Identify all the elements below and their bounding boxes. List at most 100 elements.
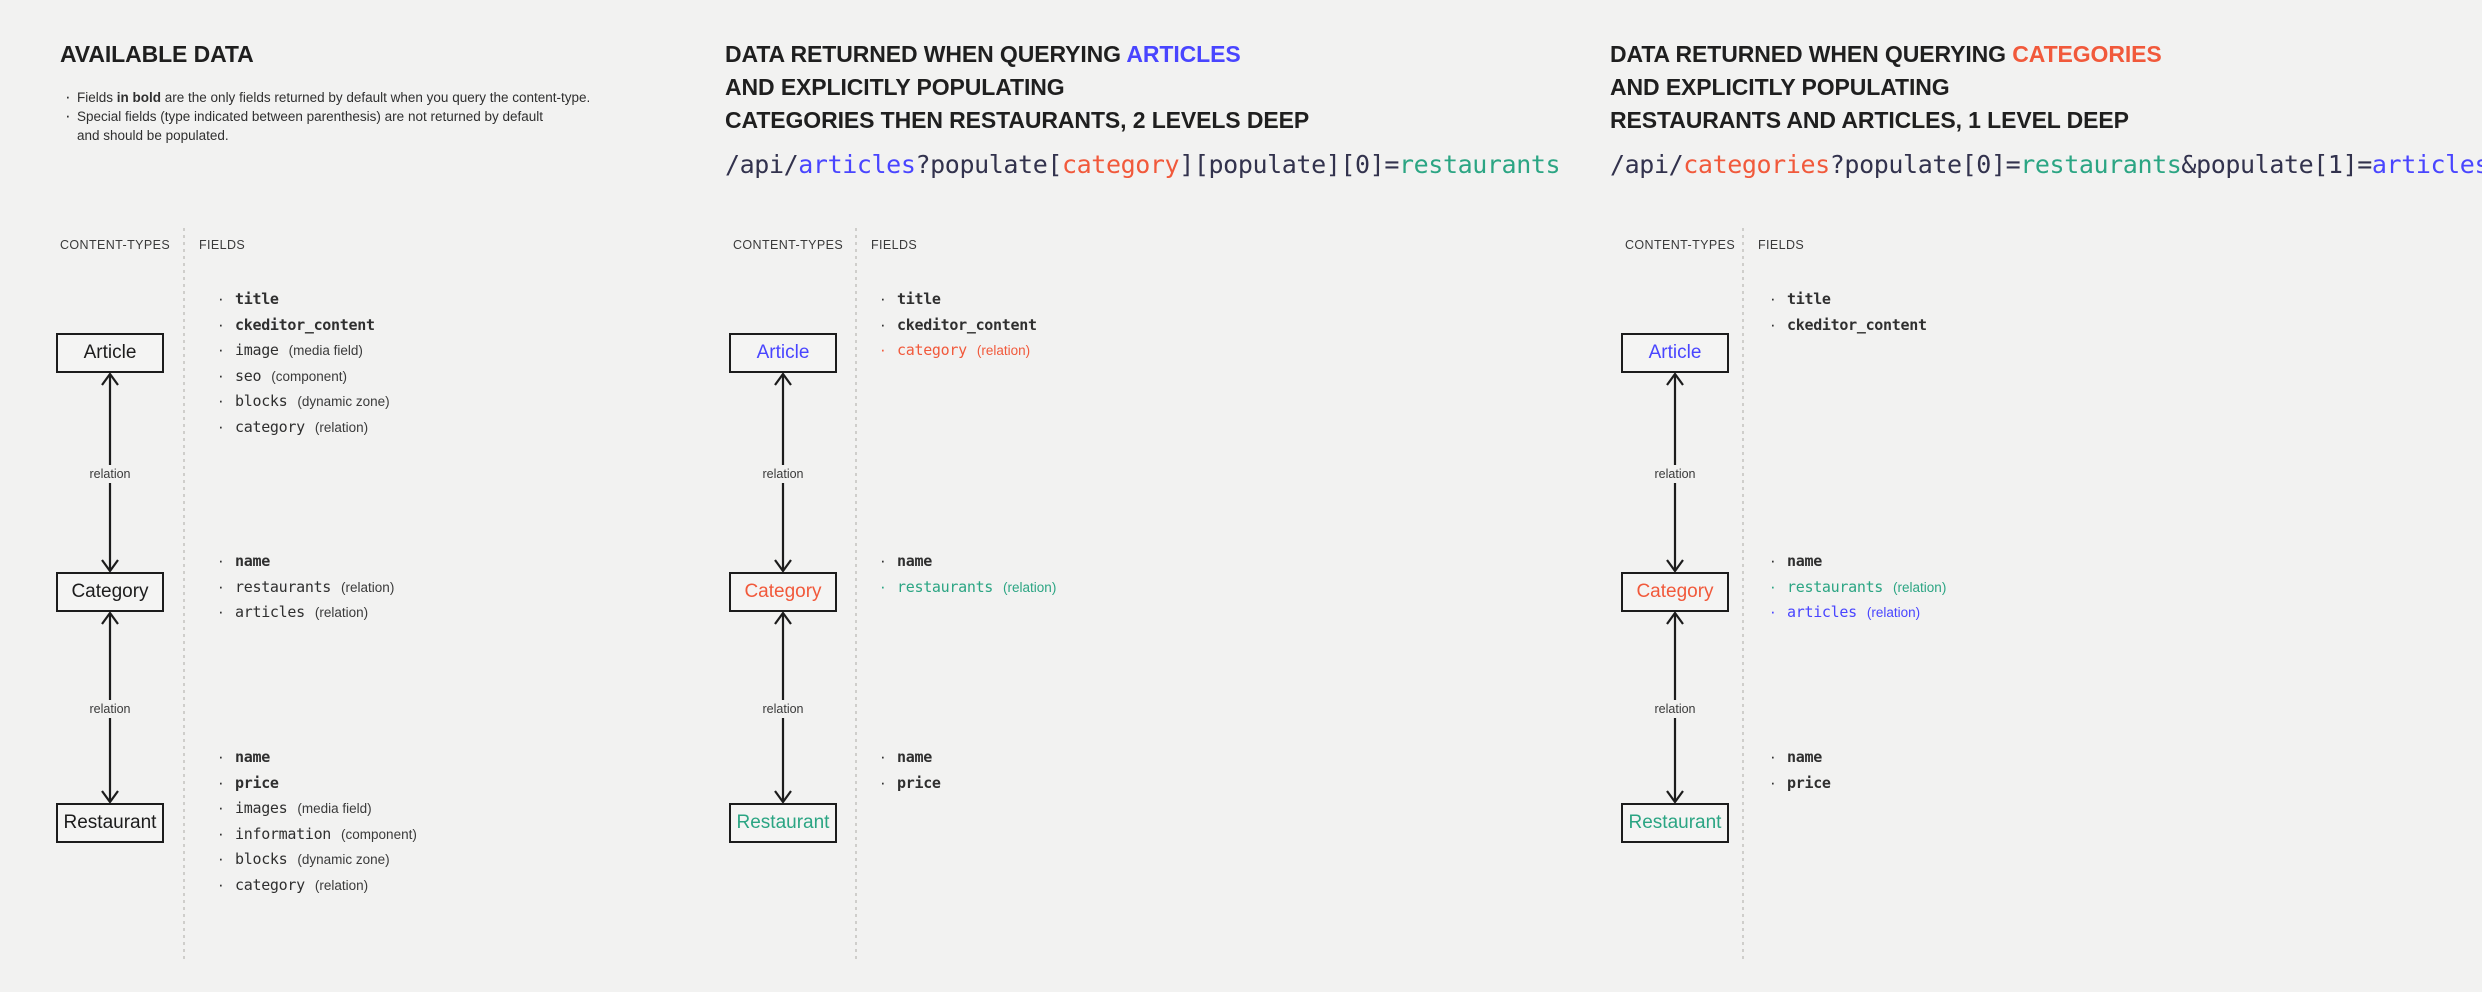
field-list-article: ·title · ckeditor_content · image (media fiel…	[218, 290, 390, 443]
field-name: name	[235, 748, 270, 766]
note-item: Special fields (type indicated between p…	[63, 106, 590, 126]
field-row: ·category(relation)	[218, 876, 417, 902]
note-text: and should be populated.	[77, 128, 229, 143]
field-name: name	[235, 552, 270, 570]
entity-box-category[interactable]: Category	[56, 572, 164, 612]
field-name: price	[1787, 773, 1831, 792]
relation-label: relation	[50, 699, 170, 718]
heading-run-0: RESTAURANTS AND ARTICLES, 1 LEVEL DEEP	[1610, 107, 2129, 133]
bullet-icon: ·	[1770, 289, 1776, 308]
field-name: articles	[1787, 603, 1857, 621]
field-list-category: ·name·restaurants(relation)·articles(rel…	[218, 552, 394, 629]
field-row: ·name	[880, 552, 1056, 578]
field-name: blocks	[235, 850, 288, 868]
field-name: category	[235, 417, 305, 436]
note-bold: in bold	[116, 90, 162, 105]
notes-list: Fields in bold are the only fields retur…	[63, 87, 591, 145]
field-row: ·blocks(dynamic zone)	[218, 392, 390, 418]
field-row: ·category(relation)	[880, 341, 1037, 367]
field-list-restaurant: ·name·price·images(media field)·informat…	[218, 748, 417, 901]
field-type: (media field)	[297, 801, 372, 816]
heading-run-1: ARTICLES	[1126, 41, 1241, 67]
entity-box-category[interactable]: Category	[729, 572, 837, 612]
panel-heading-line: CATEGORIES THEN RESTAURANTS, 2 LEVELS DE…	[725, 104, 1309, 137]
field-name: restaurants	[235, 577, 332, 596]
field-type: (media field)	[288, 343, 363, 358]
bullet-icon: ·	[880, 576, 886, 596]
field-row: ·name	[1770, 552, 1946, 578]
bullet-icon: ·	[1770, 576, 1776, 596]
note-text: are the only fields returned by default …	[161, 90, 591, 105]
field-type: (relation)	[1003, 579, 1057, 595]
field-row: · name	[880, 748, 941, 774]
caption-fields: FIELDS	[1758, 238, 1805, 252]
relation-label: relation	[1615, 464, 1735, 483]
bullet-icon: ·	[880, 340, 886, 359]
entity-box-restaurant[interactable]: Restaurant	[1621, 803, 1729, 843]
field-name: seo	[235, 366, 262, 385]
entity-box-category[interactable]: Category	[1621, 572, 1729, 612]
relation-label: relation	[1615, 699, 1735, 718]
url-run-5: articles	[2371, 150, 2482, 179]
relation-label: relation	[723, 699, 843, 718]
field-list-category: ·name·restaurants(relation)· articles (rel…	[1770, 552, 1946, 629]
field-row: ·name	[218, 552, 394, 578]
field-name: name	[897, 748, 932, 766]
field-list-article: · title ·ckeditor_content	[1770, 290, 1927, 341]
note-text: Fields	[77, 90, 117, 105]
heading-run-0: AND EXPLICITLY POPULATING	[725, 74, 1065, 100]
bullet-icon: ·	[218, 576, 224, 596]
field-row: ·price	[218, 774, 417, 800]
entity-box-article[interactable]: Article	[56, 333, 164, 373]
bullet-icon: ·	[1770, 747, 1776, 766]
panel-heading-line: AVAILABLE DATA	[60, 38, 254, 71]
relation-label: relation	[723, 464, 843, 483]
field-name: price	[897, 773, 941, 792]
field-row: ·blocks(dynamic zone)	[218, 850, 417, 876]
field-row: · image (media field)	[218, 341, 390, 367]
field-row: · restaurants (relation)	[218, 578, 394, 604]
field-row: ·restaurants(relation)	[1770, 578, 1946, 604]
entity-box-restaurant[interactable]: Restaurant	[729, 803, 837, 843]
caption-content-types: CONTENT-TYPES	[60, 238, 171, 252]
bullet-icon: ·	[218, 365, 224, 385]
url-run-0: /api/	[725, 150, 799, 179]
field-row: ·name	[1770, 748, 1831, 774]
bullet-icon: ·	[218, 340, 224, 359]
field-list-category: ·name·restaurants(relation)	[880, 552, 1056, 603]
entity-box-article[interactable]: Article	[1621, 333, 1729, 373]
field-row: ·information(component)	[218, 825, 417, 851]
field-row: ·price	[1770, 774, 1831, 800]
api-url: /api/categories?populate[0]=restaurants&…	[1610, 150, 2482, 179]
bullet-icon: ·	[880, 772, 886, 792]
field-type: (relation)	[1866, 605, 1921, 620]
url-run-2: ?populate[0]=	[1829, 150, 2021, 179]
entity-box-article[interactable]: Article	[729, 333, 837, 373]
field-name: ckeditor_content	[235, 315, 375, 334]
note-text: Special fields (type indicated between p…	[77, 109, 544, 124]
bullet-icon: ·	[218, 772, 224, 792]
field-row: ·title	[218, 290, 390, 316]
heading-run-0: AVAILABLE DATA	[60, 41, 254, 67]
bullet-icon: ·	[880, 747, 886, 766]
field-name: title	[1787, 290, 1831, 308]
field-name: image	[235, 341, 279, 359]
bullet-icon: ·	[1770, 602, 1776, 621]
field-name: information	[235, 824, 332, 843]
field-row: ·ckeditor_content	[1770, 316, 1927, 342]
bullet-icon: ·	[218, 416, 224, 436]
url-run-2: ?populate[	[915, 150, 1062, 179]
field-list-restaurant: · name · price	[880, 748, 941, 799]
bullet-icon: ·	[880, 314, 886, 334]
field-row: ·ckeditor_content	[880, 316, 1037, 342]
entity-box-restaurant[interactable]: Restaurant	[56, 803, 164, 843]
field-name: ckeditor_content	[1787, 315, 1927, 334]
field-type: (relation)	[976, 343, 1031, 358]
field-type: (relation)	[341, 579, 395, 595]
field-type: (component)	[341, 826, 417, 842]
caption-fields: FIELDS	[199, 238, 246, 252]
field-type: (relation)	[314, 877, 369, 893]
field-row: ·category(relation)	[218, 418, 390, 444]
